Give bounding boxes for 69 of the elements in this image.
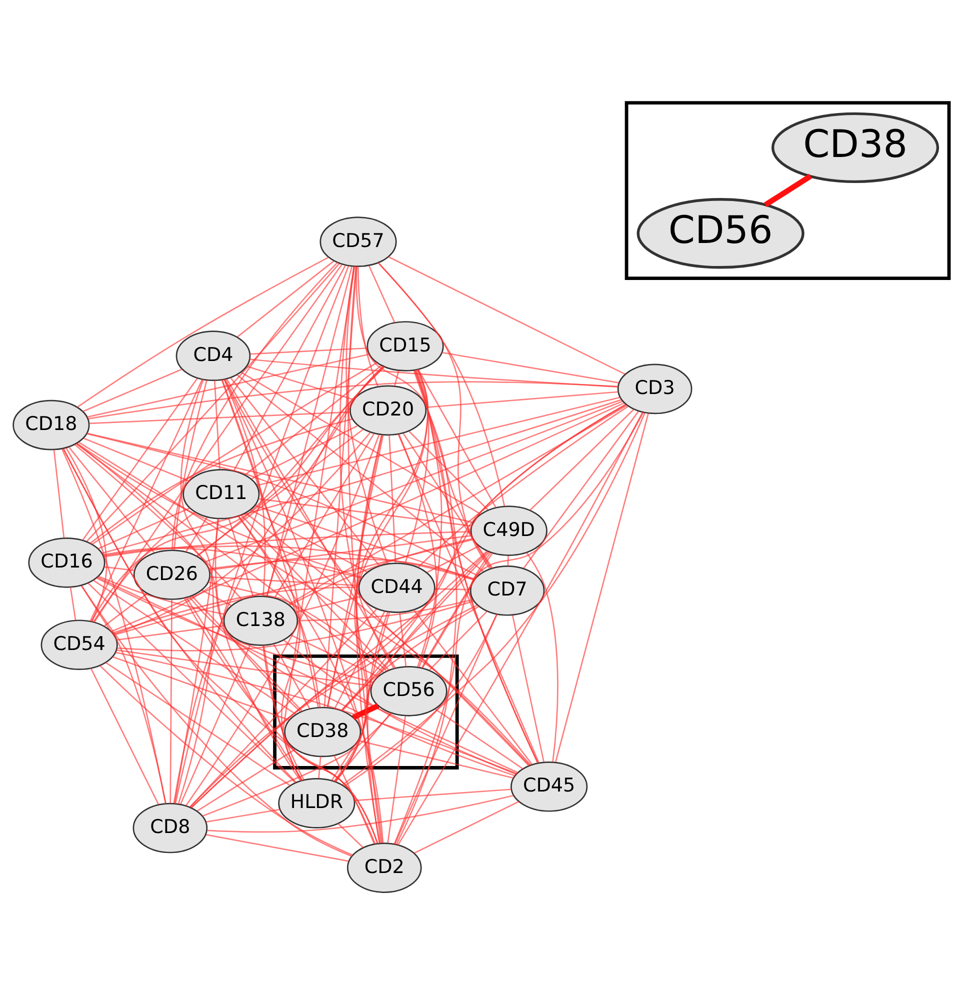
connector [94, 264, 343, 623]
connector [90, 418, 353, 544]
connector [341, 404, 626, 711]
connector [76, 442, 363, 578]
connector [74, 444, 242, 600]
node-ellipse: CD38 [284, 706, 362, 758]
node-ellipse: CD18 [12, 400, 90, 450]
connector [80, 585, 352, 857]
connector [115, 652, 517, 774]
node-ellipse: CD3 [617, 364, 692, 414]
connector [288, 404, 628, 606]
connector [189, 608, 378, 808]
connector [62, 448, 296, 783]
connector [208, 582, 388, 672]
node-ellipse: CD26 [133, 550, 211, 600]
connector [245, 512, 530, 766]
connector [92, 511, 196, 622]
connector [764, 174, 812, 208]
connector [240, 514, 390, 671]
connector [230, 377, 380, 566]
node-ellipse: CD45 [510, 761, 588, 812]
connector [422, 412, 644, 668]
node-ellipse: CD57 [320, 216, 397, 267]
connector [88, 582, 296, 784]
node-ellipse: CD2 [346, 842, 422, 893]
node-ellipse: CD15 [366, 321, 444, 372]
node-ellipse: CD8 [132, 802, 208, 854]
node-ellipse: CD7 [470, 565, 545, 616]
connector [289, 538, 474, 606]
connector [352, 703, 380, 720]
connector [86, 432, 474, 524]
node-ellipse: CD56 [636, 198, 804, 269]
connector [92, 580, 296, 715]
node-ellipse: CD54 [40, 620, 118, 670]
connector [340, 606, 480, 711]
connector [86, 263, 340, 542]
node-ellipse: CD44 [358, 562, 436, 613]
connector [113, 432, 371, 635]
connector [99, 664, 353, 856]
node-ellipse: CD20 [350, 385, 427, 436]
node-ellipse: C138 [223, 596, 298, 646]
cluster [273, 654, 459, 770]
connector [110, 402, 624, 632]
node-ellipse: CD16 [28, 538, 106, 588]
connector [92, 362, 378, 546]
node-ellipse: CD11 [182, 468, 260, 520]
connector [190, 604, 478, 808]
connector [178, 379, 214, 804]
node-ellipse: CD38 [771, 112, 940, 184]
connector [421, 552, 494, 668]
connector [78, 442, 532, 766]
connector [76, 443, 384, 673]
connector [342, 412, 646, 786]
connector [76, 256, 329, 408]
connector [90, 379, 203, 622]
connector [191, 595, 303, 712]
node-ellipse: C49D [470, 506, 548, 556]
node-ellipse: CD56 [370, 666, 448, 716]
connector [394, 552, 492, 844]
connector [76, 442, 302, 712]
node-ellipse: HLDR [278, 778, 356, 828]
connector [282, 266, 356, 781]
connector [344, 614, 498, 787]
node-ellipse: CD4 [176, 330, 251, 382]
connector [112, 586, 359, 634]
connector [240, 372, 482, 515]
connector [283, 640, 517, 775]
connector [86, 354, 370, 418]
cluster [624, 101, 951, 280]
